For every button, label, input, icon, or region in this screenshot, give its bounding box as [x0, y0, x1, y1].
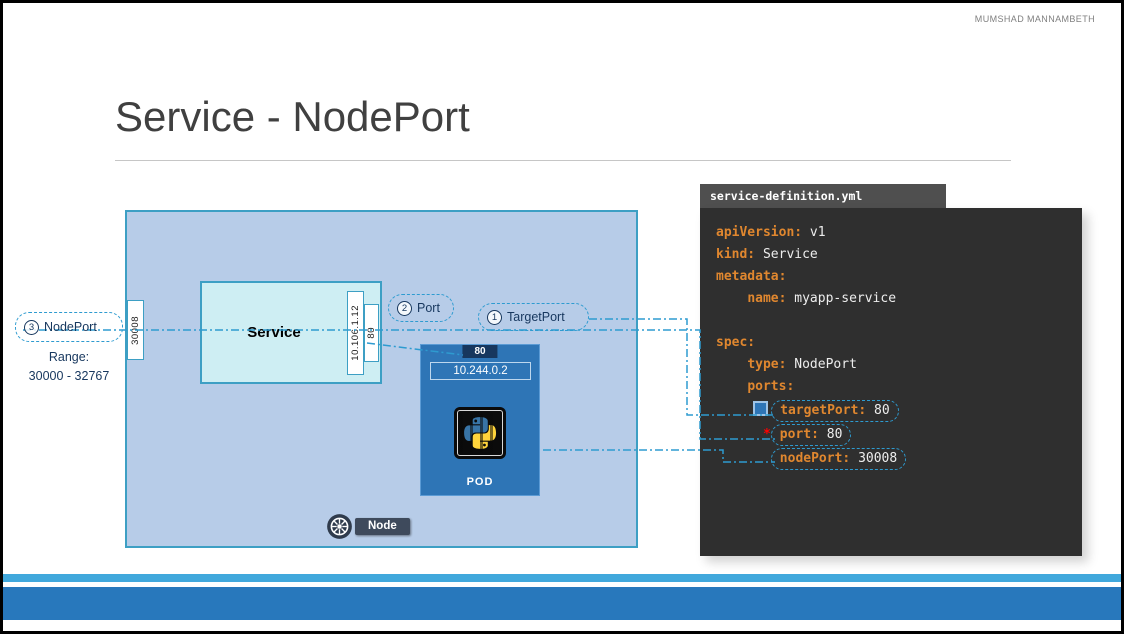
code-line: name: myapp-service [747, 291, 897, 306]
node-label: Node [355, 518, 410, 535]
list-item-marker [755, 403, 767, 414]
code-highlight-box: targetPort: 80 [771, 400, 899, 422]
code-line: metadata: [716, 269, 787, 284]
code-line: apiVersion: v1 [716, 225, 826, 240]
callout-label-port: Port [417, 301, 440, 315]
python-container-icon [454, 407, 506, 459]
code-tab: service-definition.yml [700, 184, 946, 208]
service-port-box: 80 [364, 304, 379, 362]
service-label: Service [247, 324, 301, 341]
title-underline [115, 160, 1011, 161]
required-asterisk: * [762, 427, 771, 442]
code-line: spec: [716, 335, 756, 350]
callout-label-nodeport: NodePort [44, 320, 97, 334]
code-line: nodePort: 30008 [716, 448, 1082, 470]
service-cluster-ip-box: 10.106.1.12 [347, 291, 364, 375]
node-port-box: 30008 [127, 300, 144, 360]
pod-port-tab: 80 [462, 345, 498, 358]
code-panel: apiVersion: v1 kind: Service metadata: nam… [700, 208, 1082, 556]
pod-ip: 10.244.0.2 [430, 362, 531, 380]
node-port-value: 30008 [130, 315, 141, 345]
bottom-bar-dark [3, 587, 1121, 620]
service-cluster-ip: 10.106.1.12 [350, 305, 361, 361]
code-line: type: NodePort [747, 357, 857, 372]
callout-port: 2 Port [388, 294, 454, 322]
callout-number-3: 3 [24, 319, 39, 335]
pod-label: POD [466, 476, 494, 488]
code-line: *port: 80 [716, 424, 1082, 446]
page-title: Service - NodePort [115, 93, 470, 140]
bottom-bar-light [3, 574, 1121, 582]
range-value: 30000 - 32767 [28, 369, 110, 383]
nodeport-range: Range: 30000 - 32767 [9, 348, 129, 386]
code-line: targetPort: 80 [716, 400, 1082, 422]
code-line: kind: Service [716, 247, 818, 262]
callout-nodeport: 3 NodePort [15, 312, 123, 342]
container-bars-overlay [460, 413, 500, 453]
code-line: ports: [747, 379, 795, 394]
code-tab-title: service-definition.yml [710, 189, 863, 203]
callout-number-1: 1 [487, 309, 502, 325]
callout-number-2: 2 [397, 300, 412, 316]
range-label: Range: [48, 350, 90, 364]
pod-box: 80 10.244.0.2 POD [420, 344, 540, 496]
service-port: 80 [366, 327, 377, 339]
author-name: MUMSHAD MANNAMBETH [974, 14, 1095, 24]
callout-targetport: 1 TargetPort [478, 303, 589, 331]
callout-label-targetport: TargetPort [507, 310, 565, 324]
code-highlight-box: nodePort: 30008 [770, 448, 907, 470]
code-highlight-box: port: 80 [770, 424, 852, 446]
code-lines: apiVersion: v1 kind: Service metadata: nam… [700, 208, 1082, 470]
kubernetes-wheel-icon [326, 513, 353, 540]
code-line [716, 310, 1082, 332]
